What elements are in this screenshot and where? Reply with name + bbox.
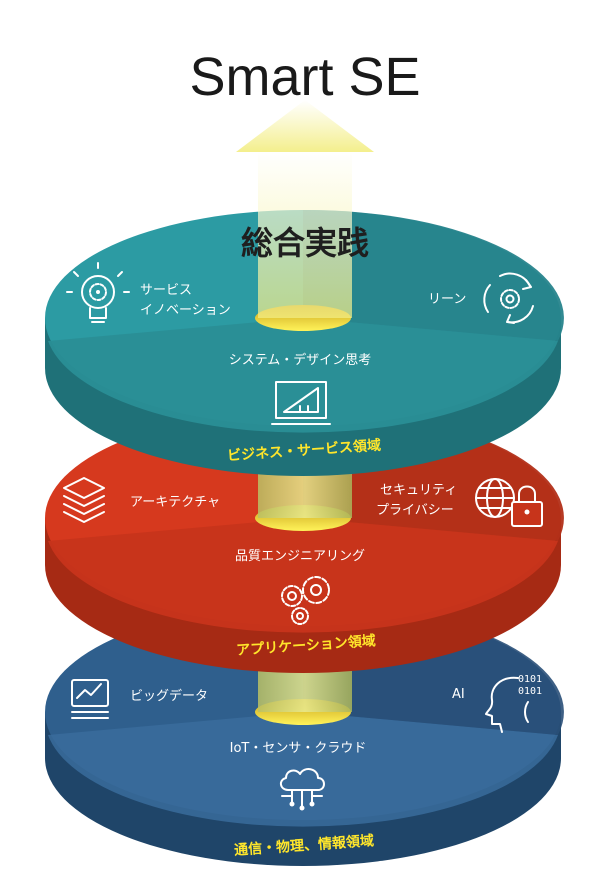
upward-arrow [236,100,374,318]
layer-business-front-segment [48,318,558,433]
monitor-chart-icon [71,679,109,719]
label-lean: リーン [428,292,466,307]
gears-icon [281,576,330,625]
blueprint-ruler-icon [271,381,331,425]
globe-lock-icon [475,478,543,527]
layers-stack-icon [63,477,105,523]
cloud-network-icon [280,768,325,811]
lightbulb-gear-icon [66,262,130,323]
label-quality-engineering: 品質エンジニアリング [235,549,365,564]
cycle-gear-icon [483,272,534,324]
layer-communication-front-segment [48,712,558,827]
label-privacy: プライバシー [376,503,454,518]
label-iot-sensor-cloud: IoT・センサ・クラウド [230,741,367,756]
layer-business-right-segment [303,209,564,341]
ai-head-binary-icon: 0101 0101 [485,674,542,733]
arrow-head [236,100,374,152]
svg-text:0101: 0101 [518,686,542,697]
top-label: 総合実践 [241,224,369,262]
label-service: サービス [140,283,192,298]
arrow-shaft-upper [258,150,352,318]
label-ai: AI [452,687,465,702]
layer-application-front-segment [48,518,558,633]
label-architecture: アーキテクチャ [130,495,220,510]
svg-text:0101: 0101 [518,674,542,685]
label-security: セキュリティ [380,483,457,498]
diagram-title: Smart SE [189,47,420,107]
label-system-design-thinking: システム・デザイン思考 [229,352,372,368]
label-big-data: ビッグデータ [130,688,208,704]
label-innovation: イノベーション [140,303,231,318]
